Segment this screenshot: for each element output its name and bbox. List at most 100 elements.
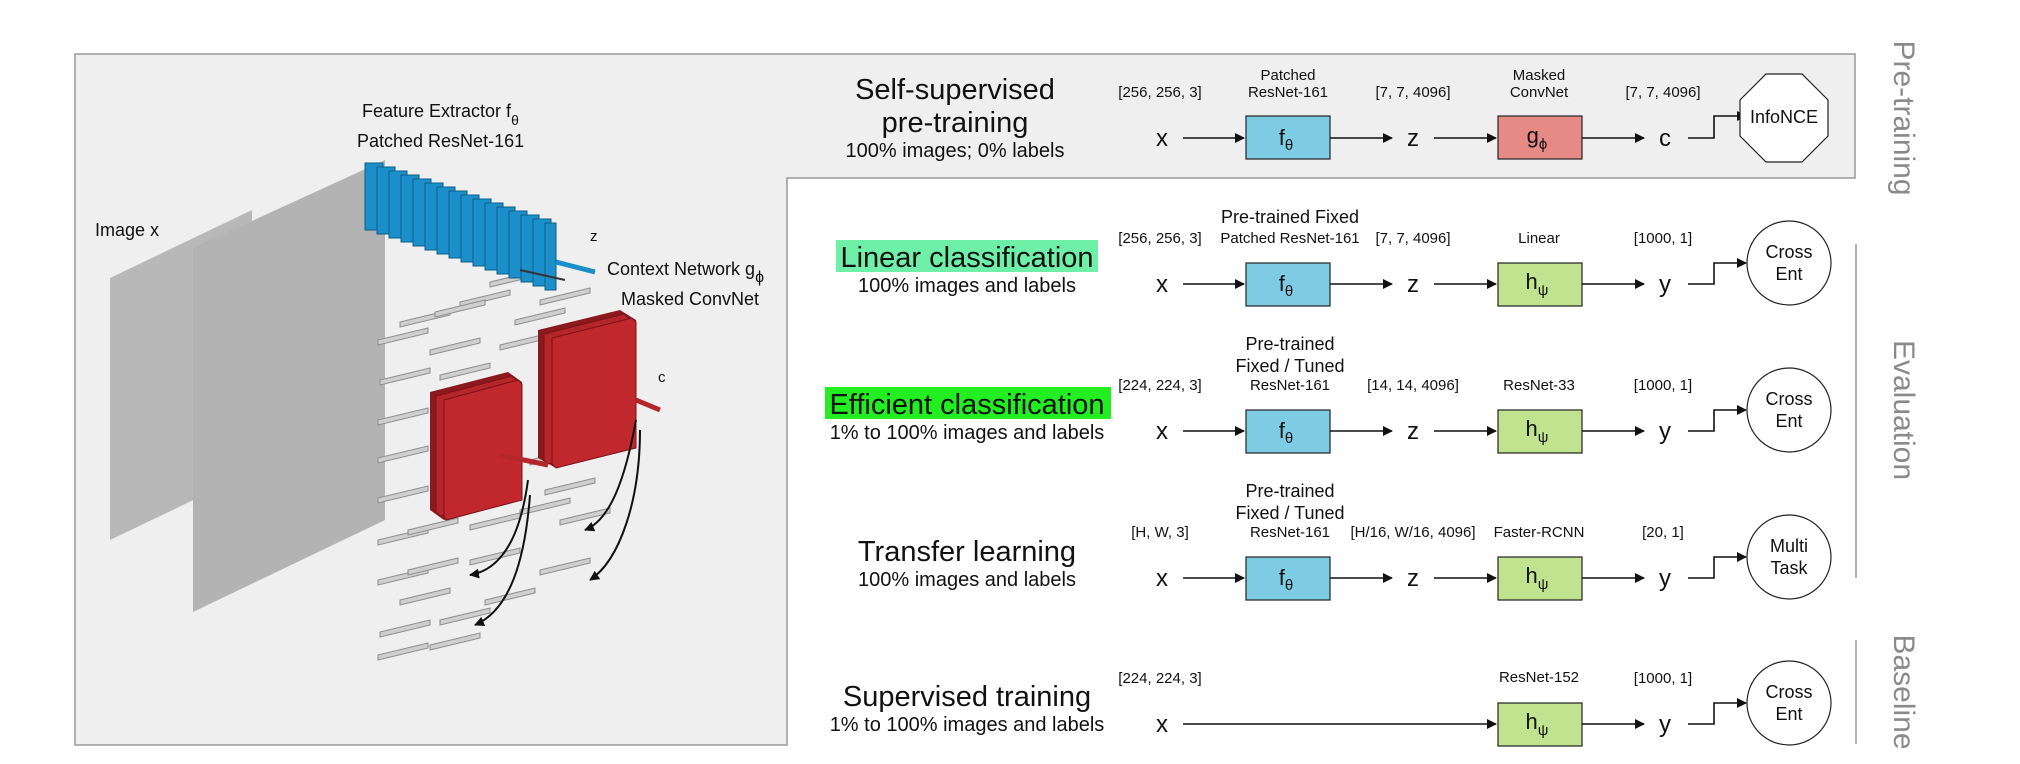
- efficient-f-header-3: ResNet-161: [1250, 377, 1330, 394]
- efficient-subtitle: 1% to 100% images and labels: [830, 422, 1105, 444]
- evaluation-section-label: Evaluation: [1887, 340, 1920, 480]
- transfer-y: y: [1659, 565, 1671, 592]
- transfer-f-header-1: Pre-trained: [1245, 481, 1334, 501]
- linear-z-dim: [7, 7, 4096]: [1375, 230, 1450, 247]
- transfer-z-dim: [H/16, W/16, 4096]: [1350, 524, 1475, 541]
- linear-title: Linear classification: [840, 242, 1093, 274]
- pretraining-row: Self-supervised pre-training 100% images…: [845, 40, 1920, 195]
- pretraining-x-dim: [256, 256, 3]: [1118, 84, 1201, 101]
- c-label: c: [658, 369, 666, 386]
- efficient-f-block: [1245, 409, 1331, 454]
- efficient-y: y: [1659, 418, 1671, 445]
- supervised-loss-node: [1746, 660, 1832, 746]
- linear-z: z: [1407, 271, 1419, 298]
- supervised-x-dim: [224, 224, 3]: [1118, 670, 1201, 687]
- transfer-f-block: [1245, 556, 1331, 601]
- linear-y-dim: [1000, 1]: [1634, 230, 1692, 247]
- pretraining-z-dim: [7, 7, 4096]: [1375, 84, 1450, 101]
- pretraining-x: x: [1156, 125, 1168, 152]
- pretraining-subtitle: 100% images; 0% labels: [845, 140, 1064, 162]
- transfer-h-header: Faster-RCNN: [1494, 524, 1585, 541]
- transfer-loss-line2: Task: [1770, 558, 1808, 578]
- architecture-illustration: Image x Feature Extractor fθ Patched Res…: [95, 101, 764, 661]
- baseline-section-label: Baseline: [1887, 634, 1920, 749]
- pretraining-f-header-2: ResNet-161: [1248, 84, 1328, 101]
- pretraining-g-header-1: Masked: [1513, 67, 1566, 84]
- transfer-x: x: [1156, 565, 1168, 592]
- transfer-loss-node: [1746, 514, 1832, 600]
- linear-subtitle: 100% images and labels: [858, 275, 1076, 297]
- supervised-y: y: [1659, 711, 1671, 738]
- pretraining-section-label: Pre-training: [1887, 40, 1920, 195]
- pretraining-f-label: fθ: [1279, 125, 1293, 154]
- supervised-loss-line1: Cross: [1765, 682, 1812, 702]
- linear-h-label: hψ: [1526, 269, 1549, 299]
- efficient-f-header-2: Fixed / Tuned: [1235, 356, 1344, 376]
- infonce-label: InfoNCE: [1750, 107, 1818, 127]
- efficient-h-block: [1497, 409, 1583, 454]
- linear-f-label: fθ: [1279, 271, 1293, 300]
- supervised-h-label: hψ: [1526, 709, 1549, 739]
- linear-h-block: [1497, 262, 1583, 307]
- linear-classification-row: Linear classification 100% images and la…: [836, 207, 1832, 307]
- transfer-z: z: [1407, 565, 1419, 592]
- pretraining-g-header-2: ConvNet: [1510, 84, 1569, 101]
- transfer-learning-row: Transfer learning 100% images and labels…: [858, 481, 1832, 601]
- transfer-f-header-3: ResNet-161: [1250, 524, 1330, 541]
- pretraining-g-label: gϕ: [1527, 123, 1548, 153]
- linear-loss-line1: Cross: [1765, 242, 1812, 262]
- linear-title-highlight: [836, 240, 1098, 272]
- transfer-x-dim: [H, W, 3]: [1131, 524, 1189, 541]
- pretraining-f-block: [1245, 115, 1331, 160]
- transfer-h-block: [1497, 556, 1583, 601]
- context-network-stack: [430, 310, 661, 521]
- z-label: z: [590, 228, 598, 245]
- pretraining-c: c: [1659, 125, 1671, 152]
- prediction-arrows: [469, 419, 641, 627]
- supervised-training-row: Supervised training 1% to 100% images an…: [830, 660, 1832, 747]
- efficient-f-header-1: Pre-trained: [1245, 334, 1334, 354]
- feature-extractor-name: Patched ResNet-161: [357, 131, 524, 151]
- transfer-y-dim: [20, 1]: [1642, 524, 1684, 541]
- efficient-f-label: fθ: [1279, 418, 1293, 447]
- efficient-classification-row: Efficient classification 1% to 100% imag…: [825, 334, 1832, 454]
- linear-h-header: Linear: [1518, 230, 1560, 247]
- supervised-y-dim: [1000, 1]: [1634, 670, 1692, 687]
- efficient-loss-node: [1746, 367, 1832, 453]
- efficient-z-dim: [14, 14, 4096]: [1367, 377, 1459, 394]
- transfer-f-header-2: Fixed / Tuned: [1235, 503, 1344, 523]
- efficient-x-dim: [224, 224, 3]: [1118, 377, 1201, 394]
- feature-extractor-stack: [364, 162, 596, 291]
- context-network-label: Context Network gϕ: [607, 259, 764, 286]
- linear-loss-node: [1746, 220, 1832, 306]
- efficient-title: Efficient classification: [829, 389, 1104, 421]
- efficient-x: x: [1156, 418, 1168, 445]
- image-label: Image x: [95, 220, 159, 240]
- feature-extractor-label: Feature Extractor fθ: [362, 101, 519, 128]
- efficient-z: z: [1407, 418, 1419, 445]
- supervised-title: Supervised training: [843, 681, 1091, 713]
- pretraining-title-line1: Self-supervised: [855, 74, 1055, 106]
- transfer-f-label: fθ: [1279, 565, 1293, 594]
- efficient-title-highlight: [825, 387, 1111, 419]
- linear-y: y: [1659, 271, 1671, 298]
- image-plane-front: [193, 160, 385, 612]
- pretraining-f-header-1: Patched: [1260, 67, 1315, 84]
- transfer-loss-line1: Multi: [1770, 536, 1808, 556]
- linear-x: x: [1156, 271, 1168, 298]
- efficient-h-header: ResNet-33: [1503, 377, 1575, 394]
- infonce-loss-node: [1739, 73, 1829, 163]
- efficient-loss-line1: Cross: [1765, 389, 1812, 409]
- linear-f-header-2: Patched ResNet-161: [1220, 230, 1359, 247]
- supervised-loss-line2: Ent: [1775, 704, 1802, 724]
- supervised-subtitle: 1% to 100% images and labels: [830, 714, 1105, 736]
- linear-f-header-1: Pre-trained Fixed: [1221, 207, 1359, 227]
- pretraining-z: z: [1407, 125, 1419, 152]
- transfer-h-label: hψ: [1526, 563, 1549, 593]
- transfer-subtitle: 100% images and labels: [858, 569, 1076, 591]
- context-network-name: Masked ConvNet: [621, 289, 759, 309]
- efficient-loss-line2: Ent: [1775, 411, 1802, 431]
- transfer-title: Transfer learning: [858, 536, 1076, 568]
- supervised-x: x: [1156, 711, 1168, 738]
